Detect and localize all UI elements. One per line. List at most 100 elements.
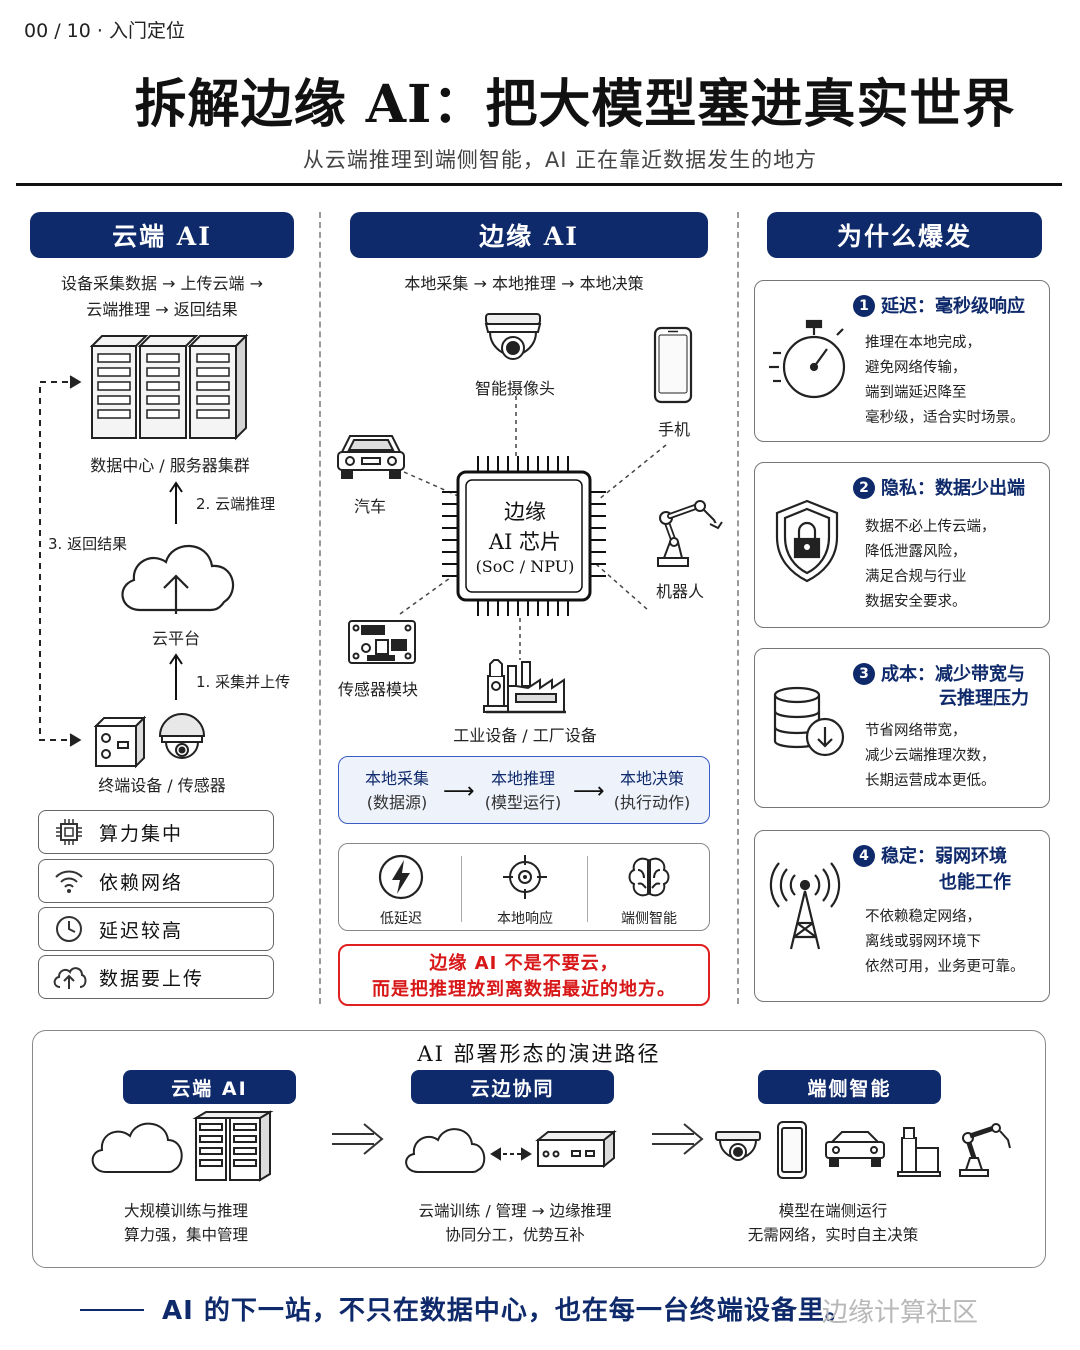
page-subtitle: 从云端推理到端侧智能，AI 正在靠近数据发生的地方 xyxy=(302,148,818,172)
evo-cap-device-line1: 模型在端侧运行 xyxy=(778,1202,888,1220)
reason-number: 4 xyxy=(853,845,875,867)
step-2-label: 2. 云端推理 xyxy=(196,495,276,513)
column-divider-right xyxy=(737,212,739,1004)
callout-line1: 边缘 AI 不是不要云， xyxy=(429,953,619,974)
lightning-icon xyxy=(378,854,424,900)
evo-tag-on-device: 端侧智能 xyxy=(758,1070,941,1104)
chip-icon xyxy=(39,817,99,847)
cloud-and-servers-icon xyxy=(91,1110,274,1182)
datacenter-label: 数据中心 / 服务器集群 xyxy=(90,456,250,475)
reason-title-text: 稳定：弱网环境 xyxy=(881,846,1007,867)
footer-dash xyxy=(80,1309,144,1311)
flow-step-sub: (数据源) xyxy=(366,793,428,812)
edge-callout: 边缘 AI 不是不要云， 而是把推理放到离数据最近的地方。 xyxy=(338,944,710,1006)
page-title: 拆解边缘 AI：把大模型塞进真实世界 xyxy=(134,74,1016,135)
sensor-label: 传感器模块 xyxy=(338,680,419,699)
phone-label: 手机 xyxy=(658,420,691,439)
reason-title-text: 成本：减少带宽与 xyxy=(881,664,1025,685)
terminal-devices-icon xyxy=(93,713,206,769)
reason-card-latency: 1 延迟：毫秒级响应 推理在本地完成， 避免网络传输， 端到端延迟降至 毫秒级，适… xyxy=(754,280,1050,442)
edge-ai-header: 边缘 AI xyxy=(350,212,708,258)
why-header: 为什么爆发 xyxy=(767,212,1042,258)
smart-camera-icon xyxy=(484,313,542,360)
flow-arrow-icon: ⟶ xyxy=(443,779,475,804)
sensor-module-icon xyxy=(348,620,416,664)
signal-tower-icon xyxy=(769,862,841,950)
edge-flow-box: 本地采集 (数据源) ⟶ 本地推理 (模型运行) ⟶ 本地决策 (执行动作) xyxy=(338,756,710,824)
factory-equipment-icon xyxy=(483,659,566,714)
badge-label: 端侧智能 xyxy=(621,911,677,927)
evo-cap-cloud-line1: 大规模训练与推理 xyxy=(123,1202,248,1220)
reason-body: 数据不必上传云端， 降低泄露风险， 满足合规与行业 数据安全要求。 xyxy=(865,519,996,610)
chip-line2: AI 芯片 xyxy=(488,530,562,554)
reason-body: 推理在本地完成， 避免网络传输， 端到端延迟降至 毫秒级，适合实时场景。 xyxy=(865,335,1025,426)
flow-step-title: 本地推理 xyxy=(490,769,555,788)
evo-cap-cloud-edge-line2: 协同分工，优势互补 xyxy=(445,1226,585,1244)
robot-arm-icon xyxy=(657,500,723,567)
car-icon xyxy=(337,435,405,479)
evo-cap-cloud-line2: 算力强，集中管理 xyxy=(123,1226,248,1244)
cloud-flow-line1: 设备采集数据 → 上传云端 → xyxy=(60,274,264,293)
server-rack-icon xyxy=(89,333,249,441)
flow-step-decide: 本地决策 (执行动作) xyxy=(601,767,703,815)
return-loop-arrow xyxy=(39,375,82,747)
watermark: 边缘计算社区 xyxy=(822,1298,979,1328)
clock-icon xyxy=(39,914,99,944)
reason-number: 1 xyxy=(853,295,875,317)
reason-card-privacy: 2 隐私：数据少出端 数据不必上传云端， 降低泄露风险， 满足合规与行业 数据安全… xyxy=(754,462,1050,628)
badge-edge-intelligence: 端侧智能 xyxy=(587,852,711,928)
factory-label: 工业设备 / 工厂设备 xyxy=(453,726,597,745)
step-1-label: 1. 采集并上传 xyxy=(196,673,291,691)
evolution-arrow-icon xyxy=(332,1123,384,1155)
camera-label: 智能摄像头 xyxy=(474,379,555,398)
reason-title-line2: 云推理压力 xyxy=(939,688,1029,709)
badge-divider xyxy=(461,856,462,922)
page-counter: 00 / 10 · 入门定位 xyxy=(24,20,185,42)
feature-network-dependent: 依赖网络 xyxy=(38,859,274,903)
flow-step-sub: (模型运行) xyxy=(484,793,562,812)
badge-divider xyxy=(587,856,588,922)
reason-title-line2: 也能工作 xyxy=(939,872,1011,893)
shield-lock-icon xyxy=(775,499,839,583)
edge-benefit-badges: 低延迟 本地响应 端侧智能 xyxy=(338,843,710,931)
footer-tagline: AI 的下一站，不只在数据中心，也在每一台终端设备里。 xyxy=(162,1296,852,1326)
reason-title: 1 延迟：毫秒级响应 xyxy=(853,295,1025,319)
cloud-platform-icon xyxy=(121,544,234,614)
cloud-edge-gateway-icon xyxy=(405,1128,617,1173)
chip-line1: 边缘 xyxy=(504,500,546,524)
arrow-up-icon xyxy=(169,481,183,524)
badge-label: 本地响应 xyxy=(497,911,553,927)
arrow-up-icon xyxy=(169,653,183,700)
reason-number: 2 xyxy=(853,477,875,499)
chip-line3: (SoC / NPU) xyxy=(475,557,575,576)
flow-step-collect: 本地采集 (数据源) xyxy=(347,767,447,815)
edge-ai-chip-icon xyxy=(442,456,606,616)
reason-title: 4 稳定：弱网环境 xyxy=(853,845,1007,869)
wifi-icon xyxy=(39,867,99,895)
badge-local-response: 本地响应 xyxy=(463,852,587,928)
cloud-flow-line2: 云端推理 → 返回结果 xyxy=(86,300,238,319)
reason-title-text: 隐私：数据少出端 xyxy=(881,478,1025,499)
brain-icon xyxy=(628,857,670,897)
target-icon xyxy=(503,855,547,899)
reason-title-text: 延迟：毫秒级响应 xyxy=(881,296,1025,317)
feature-label: 依赖网络 xyxy=(99,871,184,894)
robot-label: 机器人 xyxy=(656,582,705,601)
flow-arrow-icon: ⟶ xyxy=(573,779,605,804)
flow-step-title: 本地采集 xyxy=(364,769,429,788)
callout-line2: 而是把推理放到离数据最近的地方。 xyxy=(372,979,676,1000)
stopwatch-icon xyxy=(769,319,846,399)
database-download-icon xyxy=(773,686,845,757)
column-divider-left xyxy=(319,212,321,1004)
feature-compute-centralized: 算力集中 xyxy=(38,810,274,854)
flow-step-sub: (执行动作) xyxy=(613,793,691,812)
evo-tag-cloud: 云端 AI xyxy=(123,1070,296,1104)
terminal-devices-label: 终端设备 / 传感器 xyxy=(98,776,226,795)
edge-flow-line: 本地采集 → 本地推理 → 本地决策 xyxy=(404,274,644,293)
evolution-arrow-icon xyxy=(652,1123,704,1155)
step-3-label: 3. 返回结果 xyxy=(48,535,128,553)
cloud-platform-label: 云平台 xyxy=(151,629,200,648)
